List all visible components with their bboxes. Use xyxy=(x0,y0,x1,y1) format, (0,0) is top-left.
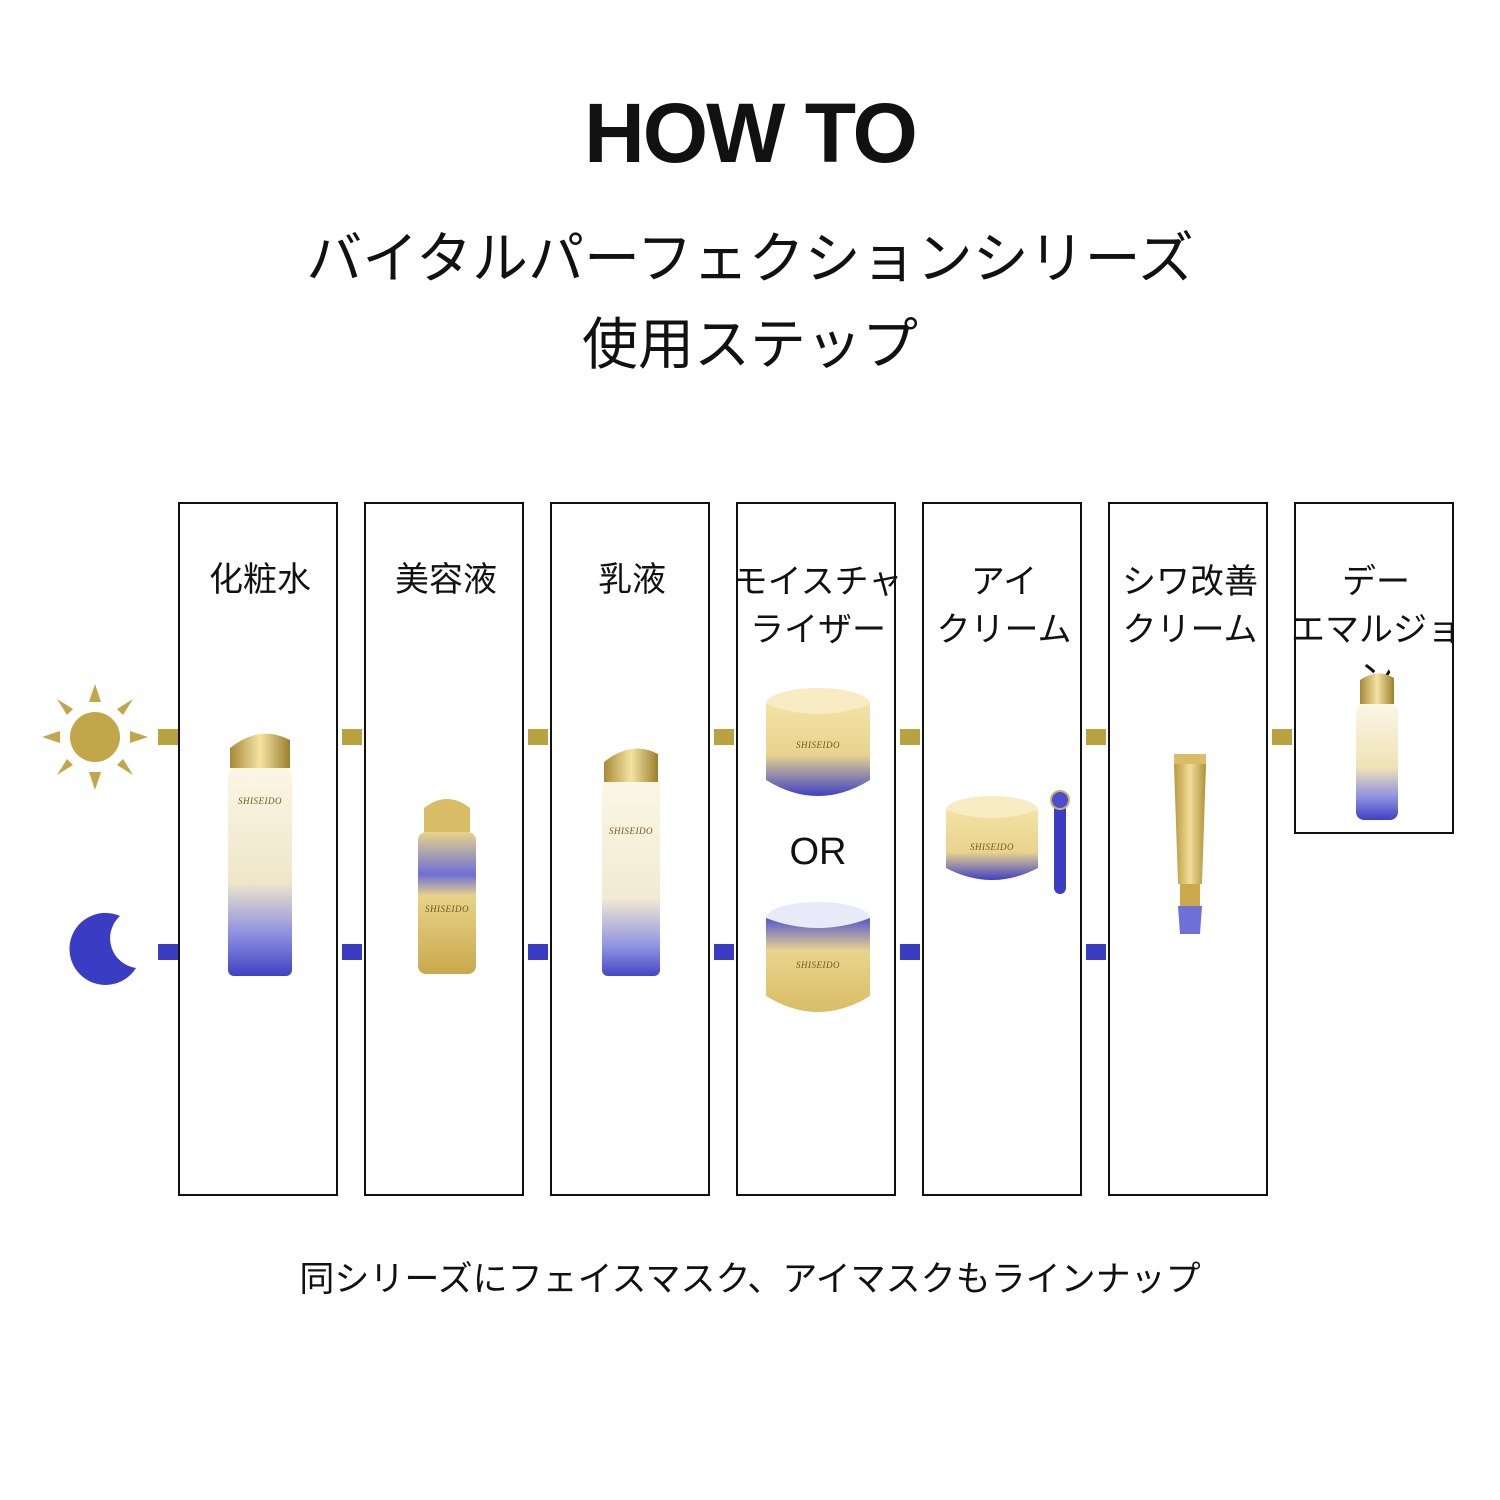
day-connector xyxy=(900,729,920,745)
moon-icon xyxy=(60,910,140,994)
night-connector xyxy=(714,944,734,960)
day-connector xyxy=(342,729,362,745)
sun-icon xyxy=(42,684,148,794)
wrinkle-cream-tube-icon xyxy=(1170,754,1210,940)
steps-heading: 使用ステップ xyxy=(582,313,918,378)
series-name: バイタルパーフェクションシリーズ xyxy=(306,227,1194,292)
night-connector xyxy=(528,944,548,960)
day-connector xyxy=(1272,729,1292,745)
lineup-note: 同シリーズにフェイスマスク、アイマスクもラインナップ xyxy=(299,1260,1201,1300)
cream-jar-icon: SHISEIDO xyxy=(762,684,874,808)
step-lotion: 化粧水 SHISEIDO xyxy=(178,502,338,1196)
page-title: HOW TO xyxy=(584,86,918,180)
step-moisturizer: モイスチャ ライザー SHISEIDO OR SHI xyxy=(734,502,902,1196)
step-emulsion: 乳液 SHISEIDO xyxy=(550,502,710,1196)
day-connector xyxy=(1086,729,1106,745)
night-connector xyxy=(342,944,362,960)
step-serum: 美容液 SHISEIDO xyxy=(364,502,524,1196)
brand-text: SHISEIDO xyxy=(796,740,840,750)
serum-bottle-icon: SHISEIDO xyxy=(414,792,480,978)
day-connector xyxy=(158,729,178,745)
day-connector xyxy=(714,729,734,745)
step-day-emulsion: デー エマルジョン xyxy=(1291,502,1461,834)
step-label: シワ改善 クリーム xyxy=(1122,562,1258,650)
day-emulsion-bottle-icon xyxy=(1352,670,1402,824)
brand-text: SHISEIDO xyxy=(796,960,840,970)
brand-text: SHISEIDO xyxy=(238,796,282,806)
step-wrinkle-cream: シワ改善 クリーム xyxy=(1108,502,1268,1196)
lotion-bottle-icon: SHISEIDO xyxy=(224,724,296,980)
emulsion-bottle-icon: SHISEIDO xyxy=(598,740,664,980)
step-label: 美容液 xyxy=(395,560,497,600)
eye-cream-jar-icon: SHISEIDO xyxy=(942,788,1074,902)
brand-text: SHISEIDO xyxy=(425,904,469,914)
night-connector xyxy=(1086,944,1106,960)
step-label: 化粧水 xyxy=(209,560,311,600)
brand-text: SHISEIDO xyxy=(970,842,1014,852)
night-connector xyxy=(158,944,178,960)
day-connector xyxy=(528,729,548,745)
cream-jar-icon: SHISEIDO xyxy=(762,898,874,1024)
brand-text: SHISEIDO xyxy=(609,826,653,836)
night-connector xyxy=(900,944,920,960)
step-label: アイ クリーム xyxy=(936,562,1072,650)
step-label: 乳液 xyxy=(598,560,666,600)
step-label: モイスチャ ライザー xyxy=(733,562,903,650)
or-separator: OR xyxy=(789,831,847,873)
step-eye-cream: アイ クリーム SHISEIDO xyxy=(922,502,1082,1196)
